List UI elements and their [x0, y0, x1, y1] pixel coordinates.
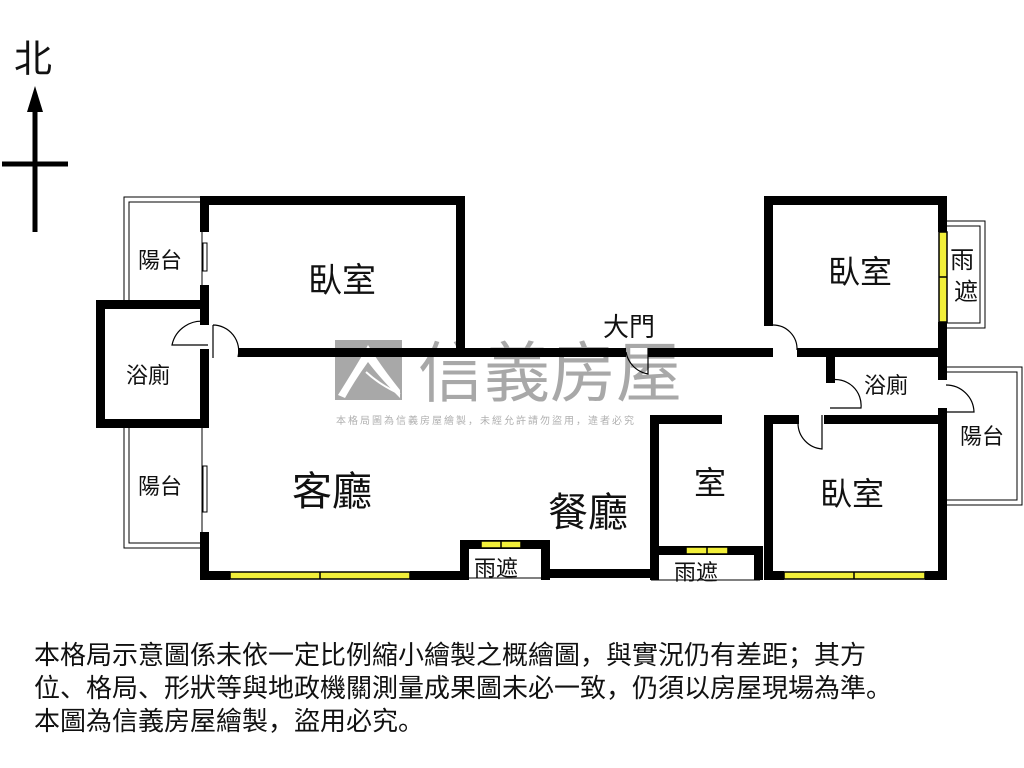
label-main-door: 大門 — [603, 313, 655, 343]
north-arrow-icon — [2, 86, 68, 232]
label-balcony-nw: 陽台 — [138, 249, 182, 274]
label-awning-s1: 雨遮 — [474, 557, 518, 582]
label-awning-s2: 雨遮 — [674, 561, 718, 586]
watermark-subtitle: 本格局圖為信義房屋繪製，未經允許請勿盜用，違者必究 — [336, 414, 636, 427]
label-bedroom-nw: 臥室 — [308, 261, 376, 301]
disclaimer-line-2: 位、格局、形狀等與地政機關測量成果圖未必一致，仍須以房屋現場為準。 — [34, 674, 893, 704]
label-living-room: 客廳 — [292, 469, 372, 515]
label-bedroom-se: 臥室 — [820, 475, 884, 513]
north-label: 北 — [14, 37, 52, 81]
disclaimer-line-3: 本圖為信義房屋繪製，盜用必究。 — [34, 707, 425, 737]
balcony-outlines — [123, 196, 1023, 581]
label-bath-w: 浴廁 — [126, 364, 170, 389]
walls — [96, 196, 947, 580]
disclaimer-line-1: 本格局示意圖係未依一定比例縮小繪製之概繪圖，與實況仍有差距；其方 — [34, 641, 867, 671]
disclaimer: 本格局示意圖係未依一定比例縮小繪製之概繪圖，與實況仍有差距；其方 位、格局、形狀… — [34, 640, 1014, 739]
label-awning-ne: 雨 遮 — [950, 246, 982, 306]
floor-plan: 信義房屋 本格局圖為信義房屋繪製，未經允許請勿盜用，違者必究 北 — [2, 37, 1023, 586]
label-bedroom-ne: 臥室 — [828, 253, 892, 291]
label-balcony-w: 陽台 — [138, 475, 182, 500]
room-labels: 臥室 陽台 浴廁 陽台 客廳 餐廳 大門 室 臥室 浴廁 陽台 臥室 雨遮 雨遮 — [126, 249, 1004, 586]
sliding-doors — [201, 232, 208, 532]
label-dining-room: 餐廳 — [548, 490, 628, 536]
label-bath-e: 浴廁 — [864, 374, 908, 399]
label-room-small: 室 — [694, 464, 726, 502]
swing-doors — [171, 320, 975, 450]
label-balcony-e: 陽台 — [960, 425, 1004, 450]
windows — [229, 231, 948, 580]
